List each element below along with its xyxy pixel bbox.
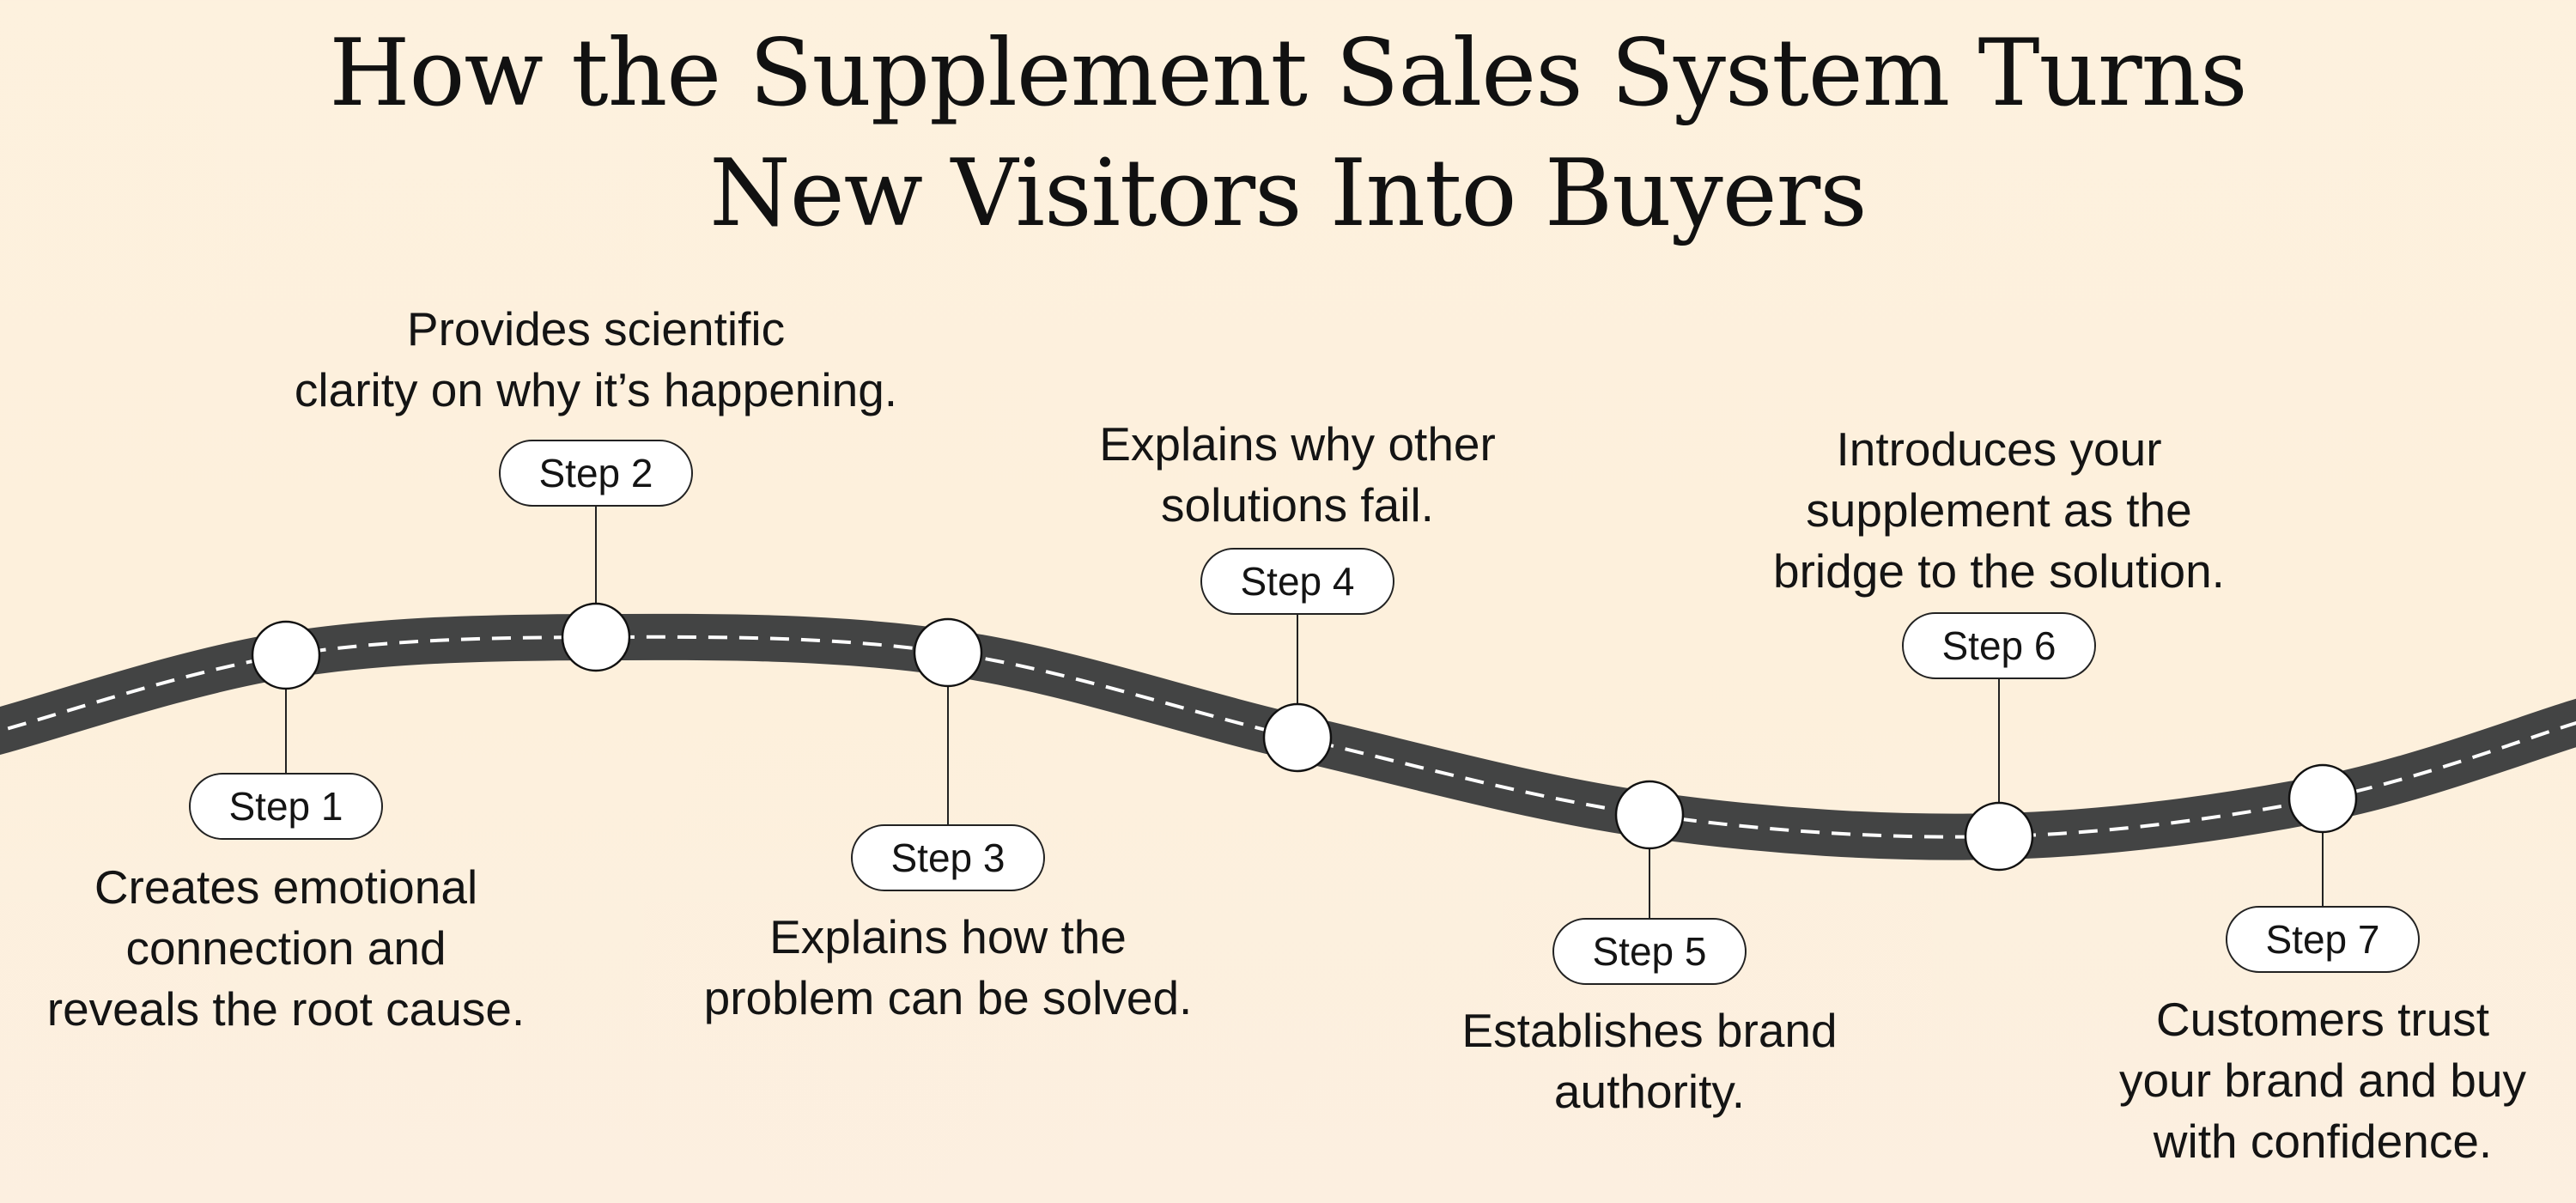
step-3-badge: Step 3 — [851, 824, 1045, 891]
step-4-badge: Step 4 — [1200, 548, 1394, 615]
page-title-line-2: New Visitors Into Buyers — [709, 140, 1867, 247]
step-2-badge: Step 2 — [499, 440, 693, 507]
step-7-node — [2287, 763, 2358, 834]
desc-line: supplement as the — [1806, 483, 2192, 537]
desc-line: Provides scientific — [406, 302, 786, 355]
step-3-node — [913, 617, 983, 688]
desc-line: your brand and buy — [2119, 1054, 2526, 1107]
step-4-node — [1262, 702, 1333, 773]
desc-line: clarity on why it’s happening. — [294, 363, 898, 416]
step-6-badge: Step 6 — [1902, 612, 2096, 679]
step-5-description: Establishes brand authority. — [1263, 1000, 2036, 1122]
step-7-badge: Step 7 — [2226, 906, 2420, 973]
desc-line: Establishes brand — [1461, 1004, 1838, 1057]
step-1-description: Creates emotional connection and reveals… — [0, 857, 672, 1040]
step-7-description: Customers trust your brand and buy with … — [1936, 989, 2576, 1172]
desc-line: solutions fail. — [1161, 478, 1434, 532]
step-2-description: Provides scientific clarity on why it’s … — [210, 299, 982, 421]
desc-line: Explains why other — [1099, 417, 1496, 471]
desc-line: authority. — [1553, 1065, 1746, 1118]
step-1-node — [251, 620, 321, 690]
step-3-description: Explains how the problem can be solved. — [562, 907, 1334, 1029]
step-6-node — [1964, 801, 2034, 872]
desc-line: reveals the root cause. — [46, 982, 526, 1036]
desc-line: Customers trust — [2155, 993, 2490, 1046]
desc-line: Introduces your — [1836, 422, 2162, 476]
step-6-description: Introduces your supplement as the bridge… — [1613, 419, 2385, 602]
desc-line: bridge to the solution. — [1773, 544, 2225, 598]
step-2-node — [561, 602, 631, 672]
step-5-badge: Step 5 — [1552, 918, 1747, 985]
desc-line: Explains how the — [769, 910, 1127, 963]
desc-line: connection and — [125, 921, 447, 975]
desc-line: with confidence. — [2153, 1115, 2493, 1168]
step-5-node — [1614, 780, 1685, 850]
step-1-badge: Step 1 — [189, 773, 383, 840]
step-4-description: Explains why other solutions fail. — [911, 414, 1684, 536]
page-title-line-1: How the Supplement Sales System Turns — [329, 20, 2247, 127]
desc-line: Creates emotional — [94, 860, 478, 914]
desc-line: problem can be solved. — [703, 971, 1193, 1024]
